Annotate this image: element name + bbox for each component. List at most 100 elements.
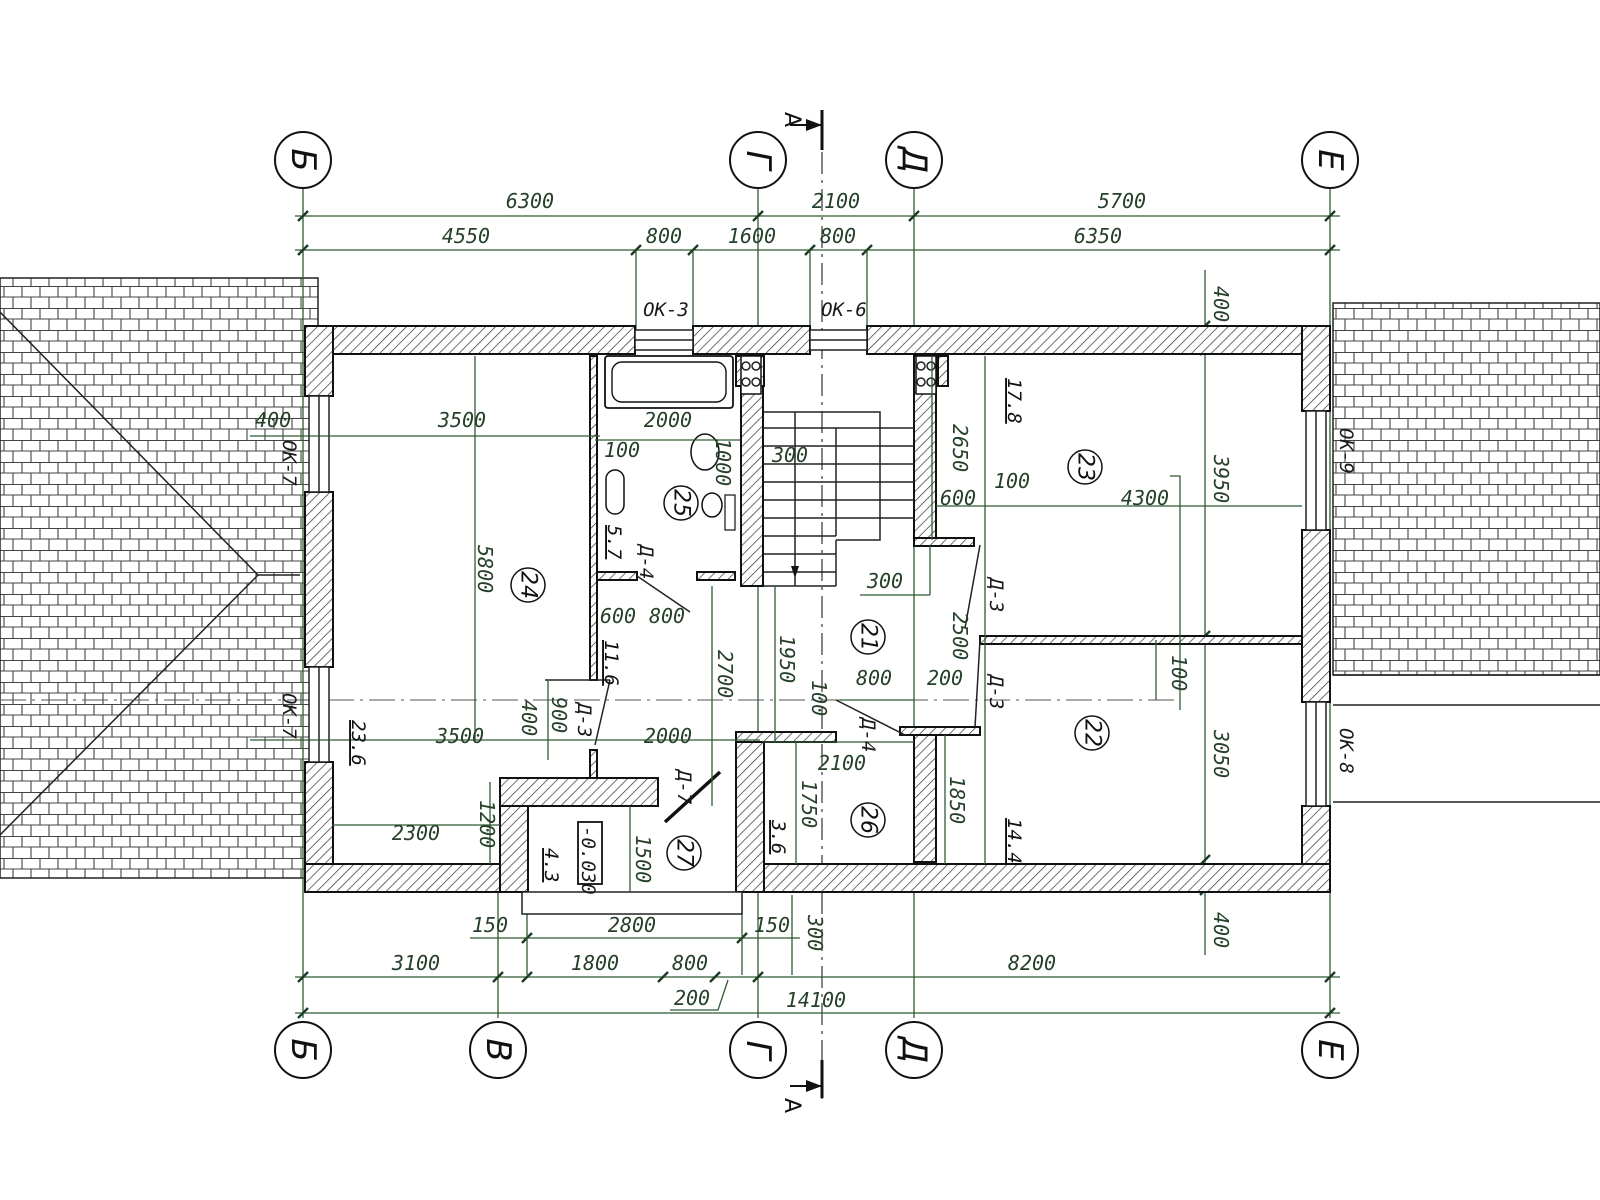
dimension-right-vertical: 400 3950 3050 400	[1199, 270, 1233, 955]
dim-150-b: 150	[754, 913, 790, 937]
window-ok6: ОК-6	[821, 299, 867, 321]
room-number: 26	[856, 806, 881, 834]
dim-2300: 2300	[392, 821, 440, 845]
room-area: 11.6	[600, 640, 622, 686]
dim-300-bottom: 300	[803, 914, 827, 951]
dim-2700: 2700	[713, 650, 737, 698]
window-ok9: ОК-9	[1335, 428, 1357, 474]
dimension-bottom-row3: 200 14100	[295, 979, 1340, 1019]
dim-5800: 5800	[473, 545, 497, 593]
dim-3950: 3950	[1209, 454, 1233, 503]
dim-6300: 6300	[506, 189, 554, 213]
section-label-top: А	[779, 112, 804, 127]
axis-label: Г	[738, 151, 778, 173]
dim-1800: 1800	[571, 951, 619, 975]
section-cut-bottom: А	[779, 1060, 824, 1113]
dimension-bottom-row2: 3100 1800 800 8200	[295, 951, 1340, 983]
roof-right	[1332, 302, 1600, 803]
room-area: 17.8	[1003, 378, 1025, 424]
dim-300-s: 300	[866, 569, 903, 593]
staircase	[764, 411, 914, 587]
dim-800-c: 800	[672, 951, 708, 975]
section-cut-top: А	[779, 110, 824, 150]
section-label-bottom: А	[779, 1098, 804, 1113]
roof-left	[0, 277, 319, 879]
room-number: 24	[516, 571, 541, 599]
dim-3050: 3050	[1209, 729, 1233, 778]
dim-2100-c: 2100	[818, 751, 866, 775]
dim-100-bath: 100	[604, 438, 640, 462]
door-d3-room22: Д-3	[985, 673, 1007, 709]
dim-3500-top: 3500	[437, 408, 486, 432]
dim-600-a: 600	[600, 604, 636, 628]
dim-100-r: 100	[1167, 655, 1191, 691]
door-d4-bath: Д-4	[635, 543, 657, 579]
dim-200-bottom: 200	[674, 986, 710, 1010]
exterior-walls	[304, 325, 1331, 915]
sink	[605, 469, 625, 515]
dim-1750: 1750	[797, 780, 821, 828]
interior-dimension-lines	[250, 356, 1302, 892]
door-d7-entry: Д-7	[673, 768, 695, 805]
dim-4550: 4550	[442, 224, 490, 248]
axis-label: Б	[283, 148, 323, 171]
bathtub	[604, 355, 734, 409]
dimension-top-row1: 6300 2100 5700	[295, 189, 1340, 222]
dim-150-a: 150	[472, 913, 508, 937]
dim-800-b: 800	[820, 224, 856, 248]
dim-2000-bath: 2000	[644, 408, 692, 432]
dim-400-top-right: 400	[1209, 286, 1233, 322]
axis-label: Д	[894, 145, 934, 174]
dim-2650: 2650	[948, 424, 972, 472]
interior-dimension-text: 400 3500 2000 100 300 1000 5800 600 800 …	[255, 408, 1191, 883]
dim-14100: 14100	[786, 988, 846, 1012]
room-number: 23	[1073, 453, 1098, 481]
door-swings	[545, 544, 981, 824]
window-ok7-top: ОК-7	[278, 440, 300, 486]
axis-label: Е	[1310, 149, 1350, 171]
door-d3-room23: Д-3	[985, 576, 1007, 612]
dim-1000-wc: 1000	[711, 438, 735, 486]
room-area: 3.6	[767, 819, 789, 854]
level-mark: -0.030	[577, 821, 603, 895]
dim-100-b: 100	[994, 469, 1030, 493]
room-number: 25	[669, 489, 694, 517]
dim-2100: 2100	[812, 189, 860, 213]
dim-2800: 2800	[608, 913, 656, 937]
dim-400-left: 400	[255, 408, 291, 432]
level-mark-text: -0.030	[577, 826, 599, 895]
window-ok3: ОК-3	[643, 299, 689, 321]
dim-800-a: 800	[649, 604, 685, 628]
dim-200-c: 200	[927, 666, 963, 690]
dim-300-wc: 300	[771, 443, 808, 467]
dim-1500: 1500	[631, 835, 655, 883]
room-areas: 23.6 5.7 11.6 17.8 14.4 3.6 4.3	[347, 378, 1025, 882]
dim-400-v: 400	[517, 700, 541, 736]
room-number: 22	[1080, 719, 1105, 747]
axis-label: В	[478, 1038, 518, 1061]
axis-label: Б	[283, 1038, 323, 1061]
room-area: 23.6	[347, 720, 369, 766]
room-number: 21	[856, 623, 881, 651]
door-d3-room24: Д-3	[573, 701, 595, 737]
interior-walls	[589, 355, 1303, 863]
dim-1950: 1950	[775, 635, 799, 683]
dim-800-a: 800	[646, 224, 682, 248]
window-labels: ОК-3 ОК-6 ОК-7 ОК-7 ОК-9 ОК-8	[278, 299, 1357, 774]
dim-2000-bottom: 2000	[644, 724, 692, 748]
door-labels: Д-4 Д-3 Д-3 Д-3 Д-4 Д-7	[573, 543, 1007, 805]
axis-label: Е	[1310, 1039, 1350, 1061]
dim-600-b: 600	[940, 486, 976, 510]
dim-5700: 5700	[1098, 189, 1146, 213]
dim-8200: 8200	[1008, 951, 1056, 975]
dim-1600: 1600	[728, 224, 776, 248]
dim-400-bottom-right: 400	[1209, 912, 1233, 948]
door-d4-room26: Д-4	[857, 716, 879, 752]
dimension-top-row2: 4550 800 1600 800 6350	[295, 224, 1340, 330]
window-ok8: ОК-8	[1335, 728, 1357, 774]
dimension-bottom-row1: 150 2800 150 300	[470, 895, 827, 975]
axis-label: Г	[738, 1041, 778, 1063]
room-number: 27	[672, 839, 697, 867]
room-area: 4.3	[540, 848, 562, 882]
